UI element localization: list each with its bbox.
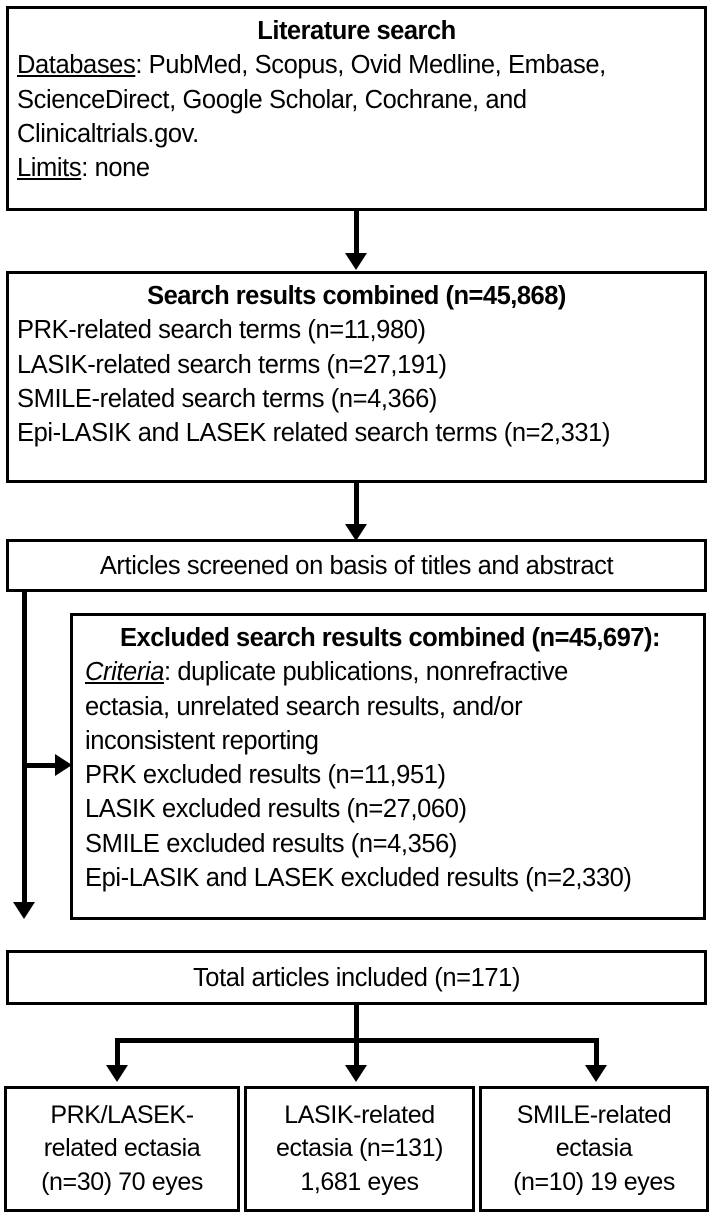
- search-results-heading: Search results combined (n=45,868): [147, 282, 566, 310]
- total-included-heading: Total articles included (n=171): [192, 964, 521, 992]
- outcome-line: 1,681 eyes: [300, 1167, 419, 1196]
- excluded-results-item: SMILE excluded results (n=4,356): [85, 829, 458, 858]
- connector-results-to-screened: [354, 483, 359, 527]
- connector-screened-left-spine: [22, 592, 27, 905]
- outcome-line: ectasia: [555, 1134, 633, 1163]
- excluded-results-item: Epi-LASIK and LASEK excluded results (n=…: [85, 864, 632, 893]
- connector-branch-prk: [115, 1038, 120, 1068]
- connector-branch-to-excluded: [22, 763, 59, 768]
- arrow-results-to-screened-icon: [345, 524, 367, 541]
- node-excluded-results: Excluded search results combined (n=45,6…: [70, 613, 706, 920]
- excluded-results-item: LASIK excluded results (n=27,060): [85, 795, 467, 824]
- databases-line2: ScienceDirect, Google Scholar, Cochrane,…: [17, 85, 527, 114]
- arrow-spine-to-total-icon: [13, 902, 35, 919]
- node-outcome-lasik: LASIK-related ectasia (n=131) 1,681 eyes: [244, 1086, 475, 1212]
- literature-search-limits-line: Limits: none: [17, 151, 696, 185]
- outcome-line: related ectasia: [43, 1134, 201, 1163]
- outcome-line: SMILE-related: [516, 1100, 672, 1129]
- databases-label: Databases: [17, 51, 136, 80]
- excluded-results-item: PRK excluded results (n=11,951): [85, 761, 446, 790]
- literature-search-heading: Literature search: [257, 17, 456, 45]
- excluded-criteria-line: Criteria: duplicate publications, nonref…: [85, 655, 695, 689]
- outcome-line: PRK/LASEK-: [50, 1100, 194, 1129]
- criteria-line3: inconsistent reporting: [85, 726, 319, 755]
- search-results-item: Epi-LASIK and LASEK related search terms…: [17, 419, 611, 448]
- arrow-to-prk-box-icon: [106, 1065, 128, 1082]
- outcome-line: ectasia (n=131): [275, 1134, 444, 1163]
- outcome-line: LASIK-related: [284, 1100, 435, 1129]
- literature-search-databases-line: Databases: PubMed, Scopus, Ovid Medline,…: [17, 48, 696, 82]
- excluded-results-heading: Excluded search results combined (n=45,6…: [120, 624, 660, 652]
- node-search-results: Search results combined (n=45,868) PRK-r…: [6, 271, 707, 483]
- connector-literature-to-results: [354, 211, 359, 256]
- search-results-item: SMILE-related search terms (n=4,366): [17, 384, 437, 413]
- criteria-line2: ectasia, unrelated search results, and/o…: [85, 692, 523, 721]
- arrow-to-lasik-box-icon: [345, 1065, 367, 1082]
- node-outcome-smile: SMILE-related ectasia (n=10) 19 eyes: [479, 1086, 709, 1212]
- articles-screened-heading: Articles screened on basis of titles and…: [99, 552, 614, 580]
- databases-line3: Clinicaltrials.gov.: [17, 119, 199, 148]
- arrow-literature-to-results-icon: [345, 253, 367, 270]
- criteria-label: Criteria: [85, 658, 164, 687]
- connector-branch-smile: [594, 1038, 599, 1068]
- outcome-line: (n=10) 19 eyes: [513, 1167, 675, 1196]
- node-total-included: Total articles included (n=171): [6, 950, 707, 1005]
- criteria-line1: : duplicate publications, nonrefractive: [163, 658, 568, 687]
- search-results-item: LASIK-related search terms (n=27,191): [17, 350, 447, 379]
- node-literature-search: Literature search Databases: PubMed, Sco…: [6, 6, 707, 211]
- connector-total-stem: [354, 1005, 359, 1041]
- limits-value: : none: [81, 154, 150, 183]
- outcome-line: (n=30) 70 eyes: [41, 1167, 203, 1196]
- node-articles-screened: Articles screened on basis of titles and…: [6, 539, 707, 592]
- arrow-to-smile-box-icon: [585, 1065, 607, 1082]
- limits-label: Limits: [17, 154, 82, 183]
- databases-line1: : PubMed, Scopus, Ovid Medline, Embase,: [135, 51, 606, 80]
- arrow-branch-to-excluded-icon: [55, 754, 72, 776]
- search-results-item: PRK-related search terms (n=11,980): [17, 316, 426, 345]
- connector-branch-lasik: [354, 1038, 359, 1068]
- node-outcome-prk-lasek: PRK/LASEK- related ectasia (n=30) 70 eye…: [4, 1086, 240, 1212]
